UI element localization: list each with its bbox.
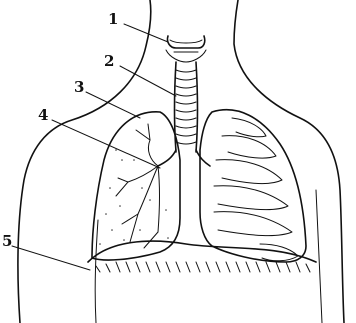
label-5: 5 bbox=[2, 232, 12, 250]
right-lung-ribs bbox=[200, 110, 306, 262]
label-1: 1 bbox=[108, 10, 118, 28]
leader-line-4 bbox=[52, 120, 160, 168]
leader-line-3 bbox=[86, 92, 140, 118]
left-lung bbox=[92, 112, 180, 260]
leader-line-5 bbox=[12, 246, 90, 270]
leader-line-2 bbox=[120, 66, 176, 96]
leader-line-1 bbox=[124, 24, 168, 42]
diaphragm bbox=[88, 241, 316, 272]
bronchi bbox=[158, 150, 210, 166]
trachea bbox=[175, 62, 198, 152]
larynx bbox=[166, 36, 206, 62]
label-4: 4 bbox=[38, 106, 48, 124]
label-2: 2 bbox=[104, 52, 114, 70]
label-3: 3 bbox=[74, 78, 84, 96]
